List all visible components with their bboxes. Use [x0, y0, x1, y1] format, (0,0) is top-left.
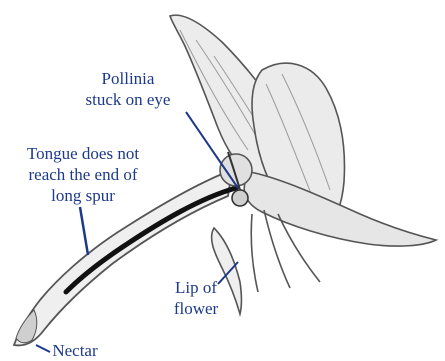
nectar-label: Nectar: [44, 340, 106, 361]
tongue-leader-line: [80, 207, 88, 255]
moth-eye: [232, 190, 248, 206]
nectar-pool: [16, 310, 37, 343]
tongue-label: Tongue does not reach the end of long sp…: [4, 143, 162, 206]
pollinia-label: Pollinia stuck on eye: [66, 68, 190, 110]
lip-label: Lip of flower: [164, 277, 228, 319]
